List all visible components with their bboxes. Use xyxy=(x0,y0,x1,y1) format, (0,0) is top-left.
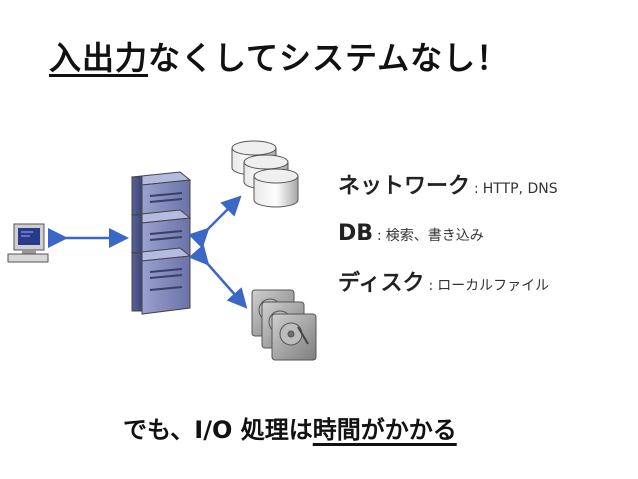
legend-key: ネットワーク xyxy=(338,174,471,199)
legend-value: 検索、書き込み xyxy=(385,228,484,244)
footer-underlined: 時間がかかる xyxy=(312,416,457,444)
legend-sep: : xyxy=(377,228,382,244)
server-db-arrow xyxy=(188,195,242,249)
legend-sep: : xyxy=(428,278,434,294)
legend-network: ネットワーク:HTTP, DNS xyxy=(338,168,558,200)
server-disk-arrow xyxy=(188,244,248,309)
legend-sep: : xyxy=(474,181,479,197)
title-underlined: 入出力 xyxy=(49,39,149,77)
server-stack-icon xyxy=(130,171,192,315)
legend-value: ローカルファイル xyxy=(437,278,550,294)
legend-disk: ディスク:ローカルファイル xyxy=(338,265,549,297)
legend-value: HTTP, DNS xyxy=(482,181,558,197)
footer-plain: でも、I/O 処理は xyxy=(123,416,313,444)
footer-text: でも、I/O 処理は時間がかかる xyxy=(123,410,457,445)
slide-title: 入出力なくしてシステムなし！ xyxy=(49,33,509,79)
title-rest: なくしてシステムなし！ xyxy=(148,39,510,77)
database-icon xyxy=(231,140,299,208)
client-computer-icon xyxy=(7,223,49,263)
legend-db: DB:検索、書き込み xyxy=(338,221,484,246)
legend-key: ディスク xyxy=(338,271,425,296)
legend-key: DB xyxy=(338,221,374,246)
hard-disk-icon xyxy=(251,289,317,361)
